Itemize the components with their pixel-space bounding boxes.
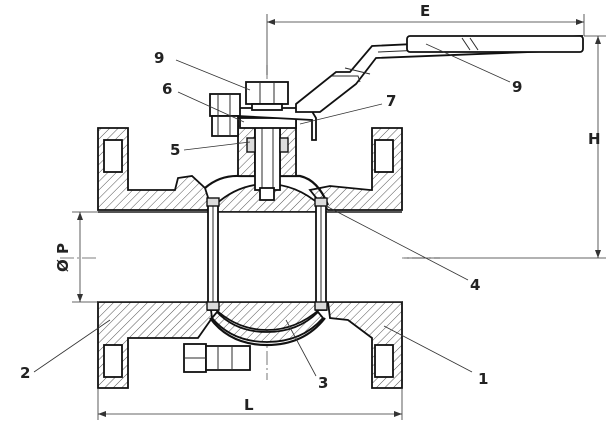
- stem-tang: [259, 187, 275, 201]
- handle-grip: [406, 35, 584, 53]
- label-part-7: 7: [386, 92, 396, 110]
- label-dimension-l: L: [244, 396, 254, 414]
- label-part-6: 6: [162, 80, 172, 98]
- leader-5: [183, 141, 251, 151]
- left-bolt-hole-top: [103, 139, 123, 173]
- body-center: [204, 174, 330, 347]
- leader-9: [425, 43, 511, 83]
- leader-3: [285, 319, 317, 377]
- label-dimension-h: H: [588, 130, 601, 148]
- label-part-9: 9: [512, 78, 522, 96]
- ball-bottom-cap: [214, 301, 321, 331]
- left-bolt-hole-bottom: [103, 344, 123, 378]
- leader-7: [299, 103, 383, 125]
- body-right-part: [308, 127, 403, 389]
- stem-seal-right: [279, 137, 289, 153]
- label-dimension-e: E: [420, 2, 430, 20]
- lock-bolt: [209, 93, 241, 117]
- part-labels: 9 6 5 7 9 4 1 2 3: [20, 49, 522, 392]
- dimension-lines: [72, 14, 606, 420]
- leader-2: [33, 319, 111, 373]
- label-dimension-p: Ø P: [54, 243, 72, 272]
- right-bolt-hole-top: [374, 139, 394, 173]
- stem-assembly: [209, 81, 317, 201]
- leader-8: [175, 59, 251, 91]
- stem-nut: [245, 81, 289, 105]
- drain-plug: [183, 343, 251, 373]
- label-part-5: 5: [170, 141, 180, 159]
- leader-4: [325, 205, 469, 281]
- seat-part: [206, 197, 328, 311]
- stem-seal-left: [246, 137, 256, 153]
- body-left-part: [97, 127, 214, 389]
- leader-lines: [33, 43, 511, 377]
- leader-1: [383, 325, 473, 373]
- right-bolt-hole-bottom: [374, 344, 394, 378]
- handle-part: [295, 35, 584, 113]
- left-flange-top-section: [97, 127, 214, 211]
- label-part-4: 4: [470, 276, 480, 294]
- label-part-8: 9: [154, 49, 164, 67]
- dimension-labels: E H L Ø P: [54, 2, 601, 414]
- ball-part: [214, 183, 321, 331]
- leader-6: [177, 91, 245, 123]
- drain-plug-body: [205, 345, 251, 371]
- label-part-3: 3: [318, 374, 328, 392]
- label-part-1: 1: [478, 370, 488, 388]
- label-part-2: 2: [20, 364, 30, 382]
